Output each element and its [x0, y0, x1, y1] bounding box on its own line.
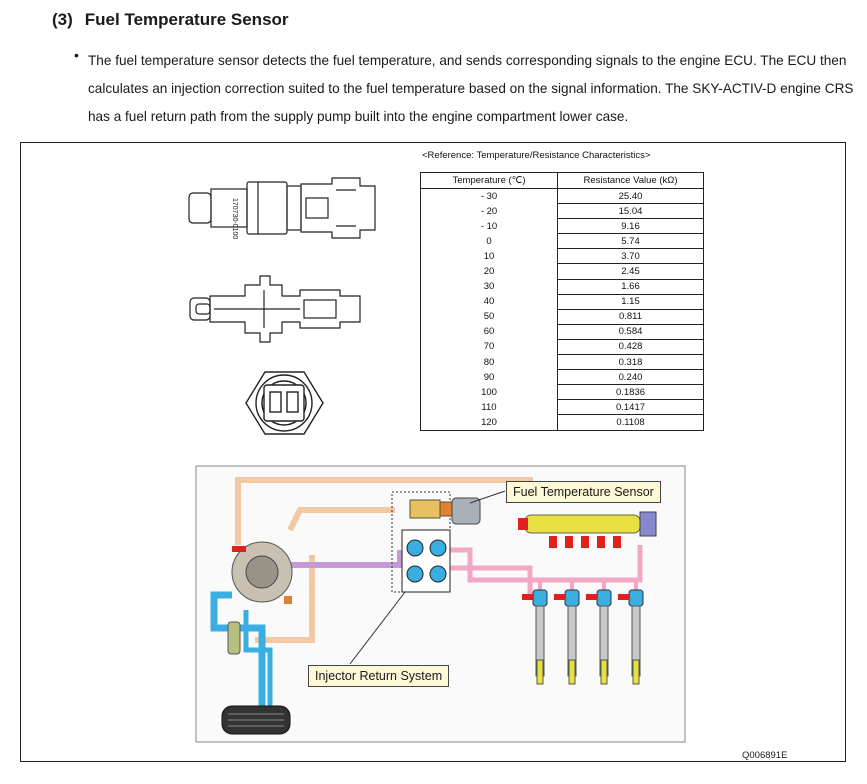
injector-4 [618, 589, 644, 685]
sensor-marking: 170730-0100 [231, 198, 238, 239]
callout-fuel-temperature-sensor: Fuel Temperature Sensor [506, 481, 661, 503]
resistance-table: Temperature (℃) Resistance Value (kΩ) - … [420, 172, 704, 431]
section-heading: (3) Fuel Temperature Sensor [52, 10, 289, 30]
fuel-temp-sensor-installed [409, 497, 481, 525]
injector-3 [586, 589, 612, 685]
injector-1 [522, 589, 548, 685]
fuel-tank [221, 705, 291, 735]
injector-return-valves [391, 491, 451, 593]
figure-frame [20, 142, 846, 762]
resistance-cell: 0.1108 [557, 414, 704, 431]
supply-pump [231, 541, 293, 604]
fuel-system-diagram [195, 465, 686, 743]
section-number: (3) [52, 10, 73, 29]
reference-title: <Reference: Temperature/Resistance Chara… [422, 150, 651, 161]
fuel-filter [227, 621, 241, 655]
common-rail [518, 511, 657, 548]
section-title: Fuel Temperature Sensor [84, 10, 289, 29]
sensor-cross-section [189, 275, 361, 343]
injectors [522, 589, 644, 685]
table-header-temperature: Temperature (℃) [420, 172, 558, 189]
figure-code: Q006891E [742, 750, 788, 761]
sensor-end-view [245, 371, 324, 435]
description-bullet: • The fuel temperature sensor detects th… [74, 47, 859, 131]
callout-injector-return-system: Injector Return System [308, 665, 450, 687]
sensor-side-view [188, 177, 376, 239]
description-text: The fuel temperature sensor detects the … [88, 53, 854, 124]
injector-2 [554, 589, 580, 685]
bullet-dot-icon: • [74, 47, 79, 63]
